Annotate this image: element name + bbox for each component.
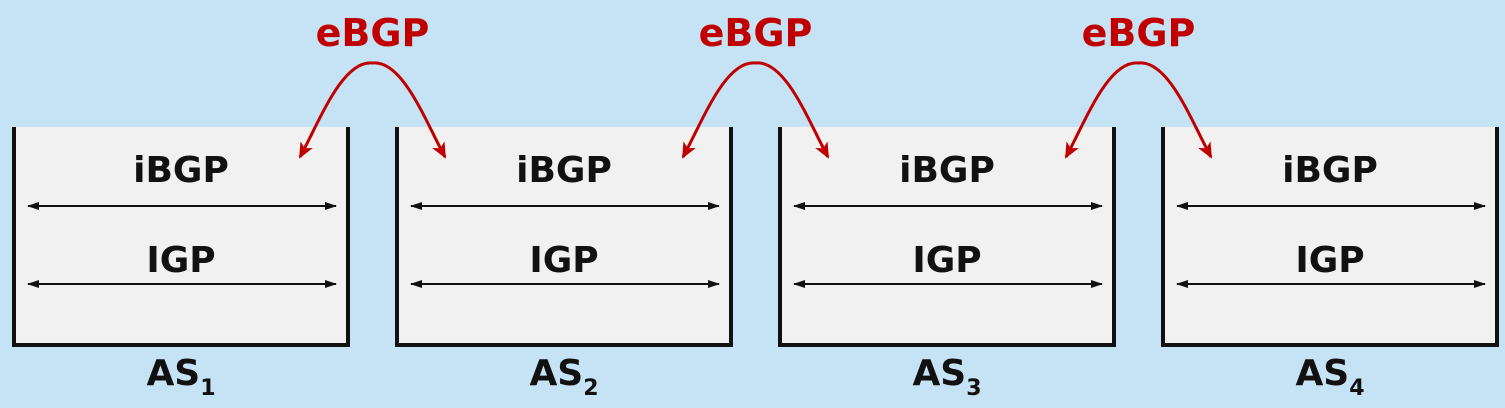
ibgp-label: iBGP <box>1282 150 1378 191</box>
as-box-outline <box>395 127 733 347</box>
as-label: AS4 <box>1295 353 1364 400</box>
as-number: 4 <box>1349 376 1365 401</box>
igp-label: IGP <box>529 240 599 281</box>
as-box-fill <box>1163 127 1497 345</box>
as-box-outline <box>1161 127 1499 347</box>
as-box-fill <box>397 127 731 345</box>
as-label: AS3 <box>912 353 981 400</box>
igp-label: IGP <box>146 240 216 281</box>
as-label: AS2 <box>529 353 598 400</box>
as-box-outline <box>12 127 350 347</box>
ebgp-arrow <box>1064 61 1213 159</box>
as-name: AS <box>146 353 201 394</box>
ebgp-label: eBGP <box>698 11 813 55</box>
as-label: AS1 <box>146 353 215 400</box>
igp-label: IGP <box>1295 240 1365 281</box>
ibgp-label: iBGP <box>899 150 995 191</box>
as-name: AS <box>1295 353 1350 394</box>
as-number: 2 <box>583 376 599 401</box>
ebgp-arrow <box>298 61 447 159</box>
ibgp-label: iBGP <box>516 150 612 191</box>
as-name: AS <box>529 353 584 394</box>
as-number: 1 <box>200 376 216 401</box>
as-box-fill <box>14 127 348 345</box>
as-box-outline <box>778 127 1116 347</box>
as-name: AS <box>912 353 967 394</box>
as-box-fill <box>780 127 1114 345</box>
ebgp-arrow <box>681 61 830 159</box>
igp-label: IGP <box>912 240 982 281</box>
ebgp-label: eBGP <box>1081 11 1196 55</box>
ebgp-label: eBGP <box>315 11 430 55</box>
ibgp-label: iBGP <box>133 150 229 191</box>
as-number: 3 <box>966 376 982 401</box>
